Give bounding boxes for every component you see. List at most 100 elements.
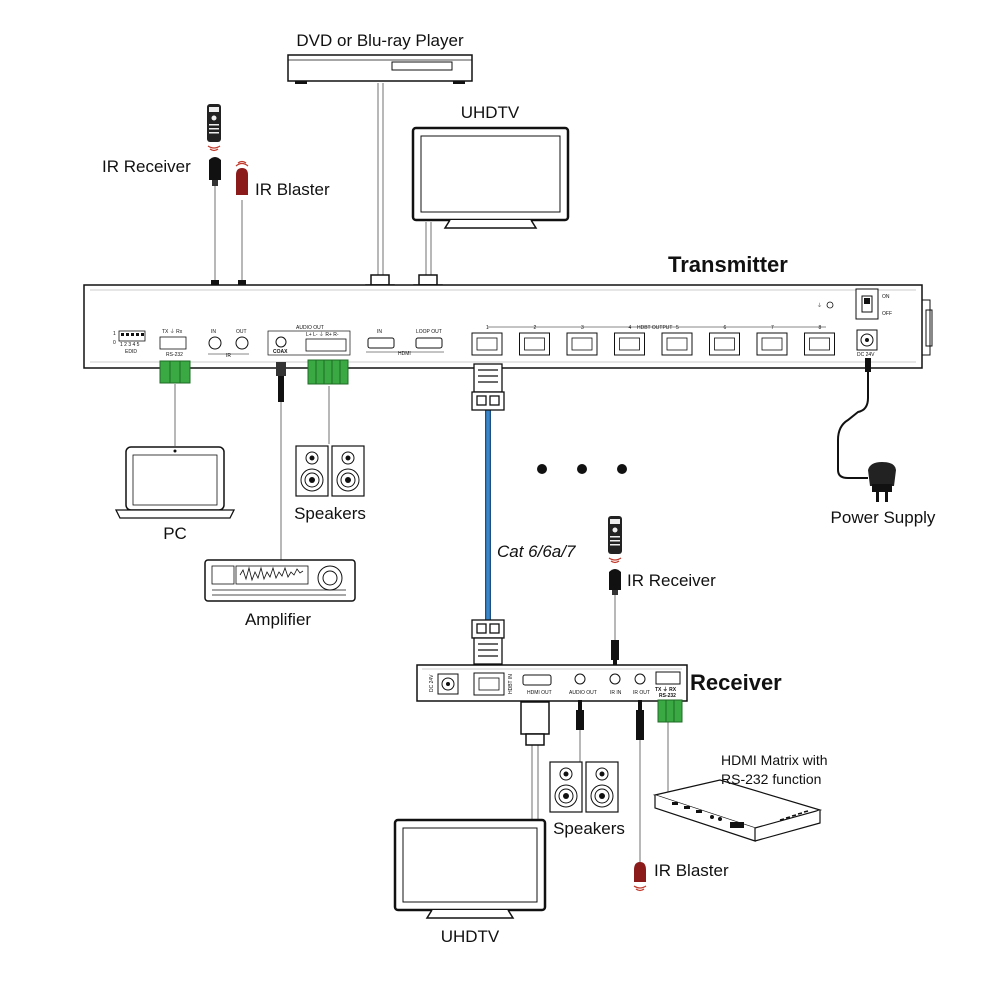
dvd-label: DVD or Blu-ray Player <box>296 31 464 50</box>
coax-port[interactable] <box>275 336 287 348</box>
power-supply <box>868 462 896 502</box>
hdbt-output-ports: 1 2 3 4 5 6 7 8 <box>471 325 835 356</box>
hdmi-in-label: IN <box>377 329 382 335</box>
amplifier-label: Amplifier <box>245 610 311 629</box>
hdbt-port-number: 4 <box>629 325 632 331</box>
transmitter-unit: 1 0 1 2 3 4 5 EDID TX ⏚ Rx RS-232 IN OUT… <box>83 284 933 369</box>
audio-terminal-port[interactable] <box>305 338 347 352</box>
rs232-terminal-block <box>159 360 191 384</box>
ir-blaster-top <box>235 160 249 195</box>
audio-out-label: AUDIO OUT <box>296 325 324 331</box>
ir-blaster-bottom <box>633 862 647 892</box>
uhdtv-bottom-label: UHDTV <box>441 927 500 946</box>
uhdtv-top <box>411 126 570 229</box>
rs232-pins-label: TX ⏚ Rx <box>162 328 183 335</box>
hdbt-port-socket <box>809 337 830 351</box>
speakers-top-label: Speakers <box>294 504 366 523</box>
hdbt-port-number: 8 <box>819 325 822 331</box>
rx-audio-out-label: AUDIO OUT <box>569 690 597 696</box>
ir-receiver-bottom-label: IR Receiver <box>627 571 716 590</box>
hdmi-label: HDMI <box>398 351 411 357</box>
rx-rs232-label: RS-232 <box>659 693 676 699</box>
ir-receiver-top <box>209 157 221 186</box>
edid-0-label: 0 <box>113 340 116 346</box>
hdmi-matrix <box>652 779 823 842</box>
receiver-unit: DC 24V HDBT IN HDMI OUT AUDIO OUT IR IN … <box>416 664 688 702</box>
hdmi-loop-label: LOOP OUT <box>416 329 442 335</box>
hdbt-port-number: 2 <box>534 325 537 331</box>
connection-lines <box>174 83 680 862</box>
uhdtv-bottom <box>393 818 547 919</box>
ir-out-label: OUT <box>236 329 247 335</box>
hdmi-in-port[interactable] <box>367 337 395 349</box>
edid-digits: 1 2 3 4 5 <box>120 342 140 348</box>
transmitter-label: Transmitter <box>668 252 788 277</box>
remote-control-bottom <box>608 516 622 564</box>
coax-plug <box>276 362 286 402</box>
hdmi-loop-port[interactable] <box>415 337 443 349</box>
hdmi-matrix-label-line2: RS-232 function <box>721 771 821 787</box>
switch-off-label: OFF <box>882 311 892 317</box>
edid-dip-switch[interactable] <box>118 330 146 342</box>
cable-label: Cat 6/6a/7 <box>497 542 576 561</box>
pc-label: PC <box>163 524 187 543</box>
uhdtv-top-label: UHDTV <box>461 103 520 122</box>
rx-hdmi-out-label: HDMI OUT <box>527 690 552 696</box>
rx-rs232-terminal-block <box>657 699 683 723</box>
speakers-bottom <box>549 761 619 813</box>
switch-on-label: ON <box>882 294 890 300</box>
hdmi-matrix-label-line1: HDMI Matrix with <box>721 752 828 768</box>
hdbt-port-socket <box>571 337 593 351</box>
speakers-bottom-label: Speakers <box>553 819 625 838</box>
coax-label: COAX <box>273 349 288 355</box>
rj45-connector-tx <box>471 363 505 411</box>
hdbt-port-number: 7 <box>771 325 774 331</box>
audio-terminal-block <box>307 359 349 385</box>
ir-blaster-bottom-label: IR Blaster <box>654 861 729 880</box>
rx-audio-out-port[interactable] <box>574 673 586 685</box>
speakers-top <box>295 445 365 497</box>
power-cable <box>837 372 869 479</box>
ir-receiver-top-label: IR Receiver <box>102 157 191 176</box>
ir-label: IR <box>226 353 231 359</box>
amplifier <box>204 559 356 602</box>
rx-ir-out-port[interactable] <box>634 673 646 685</box>
ir-blaster-top-label: IR Blaster <box>255 180 330 199</box>
rx-rs232-port[interactable] <box>655 671 681 685</box>
rx-hdbt-label: HDBT IN <box>508 674 514 694</box>
rx-ir-in-port[interactable] <box>609 673 621 685</box>
rx-ir-out-plug <box>636 700 644 740</box>
ground-icon: ⏚ <box>817 302 822 309</box>
rx-hdmi-out-port[interactable] <box>522 674 552 686</box>
hdbt-port-number: 3 <box>581 325 584 331</box>
power-plug <box>865 358 871 372</box>
rx-ir-out-label: IR OUT <box>633 690 650 696</box>
remote-control-top <box>207 104 221 152</box>
ir-receiver-bottom <box>609 569 621 595</box>
edid-1-label: 1 <box>113 331 116 337</box>
hdbt-port-socket <box>476 337 498 351</box>
pc-laptop <box>114 446 236 519</box>
hdbt-port-socket <box>714 337 735 351</box>
ir-in-label: IN <box>211 329 216 335</box>
hdbt-port-number: 6 <box>724 325 727 331</box>
power-supply-label: Power Supply <box>831 508 936 527</box>
receiver-label: Receiver <box>690 670 782 695</box>
more-receivers-dots <box>537 464 627 474</box>
audio-pins-label: L+ L- ⏚ R+ R- <box>306 331 339 338</box>
hdbt-port-socket <box>761 337 783 351</box>
ir-in-port[interactable] <box>208 336 222 350</box>
dvd-player <box>287 54 473 84</box>
hdbt-port-socket <box>619 337 640 351</box>
rx-audio-plug <box>576 700 584 730</box>
rx-ir-in-label: IR IN <box>610 690 622 696</box>
rs232-label: RS-232 <box>166 352 183 358</box>
hdbt-output-label: HDBT OUTPUT <box>637 325 672 331</box>
hdbt-port-socket <box>666 337 688 351</box>
rj45-connector-rx <box>471 619 505 665</box>
hdbt-port-number: 1 <box>486 325 489 331</box>
hdbt-port-number: 5 <box>676 325 679 331</box>
rs232-port[interactable] <box>159 336 187 350</box>
ir-out-port[interactable] <box>235 336 249 350</box>
